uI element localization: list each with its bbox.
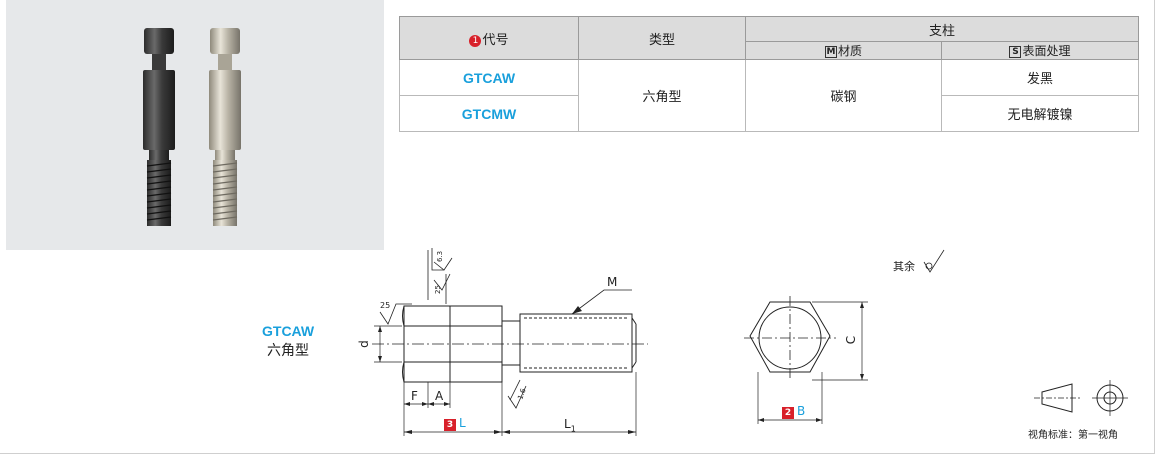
- header-support: 支柱: [745, 16, 1139, 42]
- roughness-value: 6.3: [436, 251, 444, 262]
- view-standard-note: 视角标准：第一视角: [1028, 430, 1118, 441]
- dim-C-label: C: [844, 335, 859, 345]
- other-roughness-label: 其余: [893, 260, 915, 273]
- dim-A-label: A: [435, 389, 444, 403]
- roughness-value: 25: [380, 301, 390, 310]
- drawing-type: 六角型: [267, 343, 310, 359]
- surface-cell: 无电解镀镍: [941, 95, 1139, 132]
- code-cell: GTCMW: [399, 95, 579, 132]
- thread-label: M: [607, 275, 618, 289]
- diameter-label: d: [356, 340, 371, 348]
- surface-cell: 发黑: [941, 59, 1139, 96]
- roughness-value: 1.6: [516, 387, 528, 401]
- technical-drawing: 25 6.3 25 1.6: [372, 248, 1128, 436]
- code-cell: GTCAW: [399, 59, 579, 96]
- dim-F-label: F: [411, 389, 418, 403]
- table-row: GTCMW 无电解镀镍: [399, 95, 1139, 132]
- product-photo: [6, 0, 384, 250]
- type-cell: 六角型: [578, 59, 746, 132]
- header-type: 类型: [578, 16, 746, 60]
- roughness-value: 25: [434, 285, 442, 294]
- silver-part-image: [209, 28, 241, 226]
- number-badge: 1: [469, 34, 482, 47]
- material-cell: 碳钢: [745, 59, 942, 132]
- drawing-code: GTCAW: [262, 323, 315, 339]
- drawing-label: GTCAW 六角型: [262, 323, 314, 360]
- table-row: GTCAW 六角型 碳钢 发黑: [399, 59, 1139, 132]
- black-part-image: [143, 28, 175, 226]
- dim-L1-label: L1: [564, 417, 576, 434]
